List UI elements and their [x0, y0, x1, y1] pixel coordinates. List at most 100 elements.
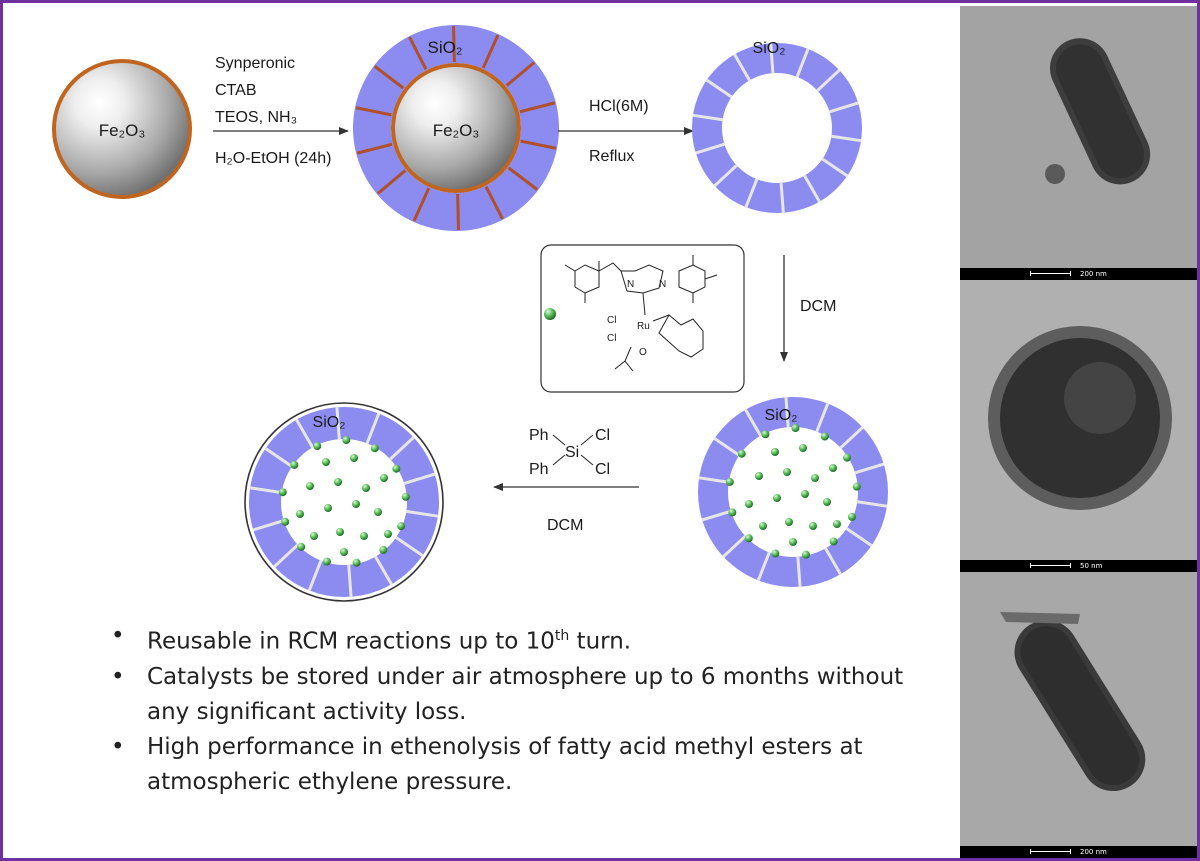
ru-catalyst-sphere: [362, 484, 370, 492]
ru-catalyst-sphere: [823, 498, 831, 506]
template-rod: [355, 106, 392, 117]
svg-text:CTAB: CTAB: [215, 82, 256, 99]
ru-catalyst-sphere: [281, 517, 290, 526]
pore-wall: [264, 447, 293, 468]
pore-wall: [779, 182, 785, 213]
template-rod: [412, 187, 431, 222]
ru-catalyst-sphere: [809, 522, 817, 530]
pore-wall: [831, 134, 862, 143]
pore-wall: [395, 536, 424, 557]
template-rod: [507, 166, 539, 191]
pore-wall: [403, 472, 436, 485]
pore-wall: [756, 551, 771, 581]
shell-label: SiO₂: [753, 40, 786, 57]
catalyst-spheres: [278, 436, 410, 567]
catalyst-spheres: [725, 424, 861, 559]
ru-catalyst-sphere: [322, 458, 330, 466]
ru-catalyst-sphere: [829, 464, 837, 472]
template-rod: [456, 193, 460, 231]
ru-catalyst-sphere: [785, 518, 793, 526]
ru-catalyst-sphere: [728, 508, 737, 517]
pore-wall: [389, 436, 415, 461]
ru-catalyst-sphere: [737, 449, 746, 458]
pore-wall: [854, 462, 885, 475]
pore-wall: [698, 476, 729, 484]
ru-catalyst-sphere: [799, 444, 807, 452]
pore-wall: [705, 78, 733, 99]
template-rod: [481, 34, 500, 69]
ru-catalyst-sphere: [278, 488, 287, 497]
core-shell-particle: Fe₂O₃ SiO₂: [353, 25, 559, 231]
svg-text:O: O: [639, 347, 647, 358]
ru-catalyst-sphere: [397, 522, 406, 531]
pore-wall: [252, 519, 285, 532]
pore-wall: [347, 564, 353, 597]
ru-catalyst-sphere: [352, 558, 361, 567]
ru-catalyst-sphere: [360, 532, 368, 540]
scale-bar: 50 nm: [960, 560, 1197, 572]
ru-catalyst-sphere: [380, 474, 388, 482]
ru-catalyst-sphere: [852, 482, 861, 491]
template-rod: [520, 139, 557, 150]
ru-catalyst-sphere: [297, 542, 306, 551]
core-label: Fe₂O₃: [433, 121, 480, 140]
template-rod: [356, 142, 393, 155]
tem-image-rod: 200 nm: [960, 6, 1197, 280]
shell-label: SiO₂: [428, 38, 463, 57]
ru-catalyst-sphere: [801, 550, 810, 559]
ru-catalyst-sphere: [336, 528, 344, 536]
step4-reagent: Ph Si Ph Cl Cl: [529, 427, 610, 478]
svg-text:N: N: [659, 279, 666, 290]
ru-catalyst-sphere: [820, 432, 829, 441]
shell-pores: [249, 407, 439, 597]
template-rod: [373, 65, 405, 90]
pore-wall: [744, 408, 762, 437]
ru-catalyst-sphere: [334, 478, 342, 486]
ru-catalyst-sphere: [789, 538, 797, 546]
svg-text:Cl: Cl: [595, 461, 610, 478]
svg-text:Reflux: Reflux: [589, 148, 634, 165]
ru-catalyst-sphere: [773, 494, 781, 502]
ru-catalyst-sphere: [392, 464, 401, 473]
ru-catalyst-sphere: [761, 430, 770, 439]
pore-wall: [722, 535, 747, 558]
ru-catalyst-sphere: [842, 453, 851, 462]
ru-catalyst-sphere: [290, 460, 299, 469]
tem-image-rod-2: 200 nm: [960, 572, 1197, 858]
template-rod: [376, 169, 407, 195]
highlight-item: • Catalysts be stored under air atmosphe…: [111, 663, 904, 725]
ru-catalyst-sphere: [310, 532, 318, 540]
ru-catalyst-sphere: [759, 522, 767, 530]
pore-wall: [295, 418, 314, 449]
ru-catalyst-sphere: [306, 482, 314, 490]
pore-wall: [406, 509, 439, 518]
svg-text:Cl: Cl: [607, 333, 616, 344]
ru-catalyst-sphere: [379, 545, 388, 554]
ru-catalyst-sphere: [340, 548, 348, 556]
hollow-silica-shell: SiO₂: [692, 40, 862, 213]
template-rod: [484, 186, 504, 220]
ru-catalyst-sphere: [801, 490, 809, 498]
template-rods: [355, 25, 557, 231]
ru-catalyst-sphere: [350, 454, 358, 462]
ru-catalyst-sphere: [783, 468, 791, 476]
ru-catalyst-sphere: [744, 534, 753, 543]
svg-text:Ph: Ph: [529, 427, 549, 444]
pore-wall: [816, 69, 841, 92]
shell-pores: [692, 43, 862, 213]
pore-wall: [857, 500, 888, 508]
pore-wall: [695, 142, 725, 155]
ru-catalyst-sphere: [352, 500, 360, 508]
step3-solvent: DCM: [800, 298, 836, 315]
pore-wall: [815, 403, 830, 433]
ru-catalyst-sphere: [370, 444, 379, 453]
pore-wall: [824, 547, 842, 576]
svg-text:Ph: Ph: [529, 461, 549, 478]
pore-wall: [374, 555, 393, 586]
fe2o3-core-particle: Fe₂O₃: [52, 59, 192, 199]
svg-text:Si: Si: [565, 444, 579, 461]
pore-wall: [365, 413, 381, 444]
svg-text:Cl: Cl: [595, 427, 610, 444]
capped-catalyst-particle: SiO₂: [244, 402, 444, 602]
ru-catalyst-sphere: [322, 557, 331, 566]
